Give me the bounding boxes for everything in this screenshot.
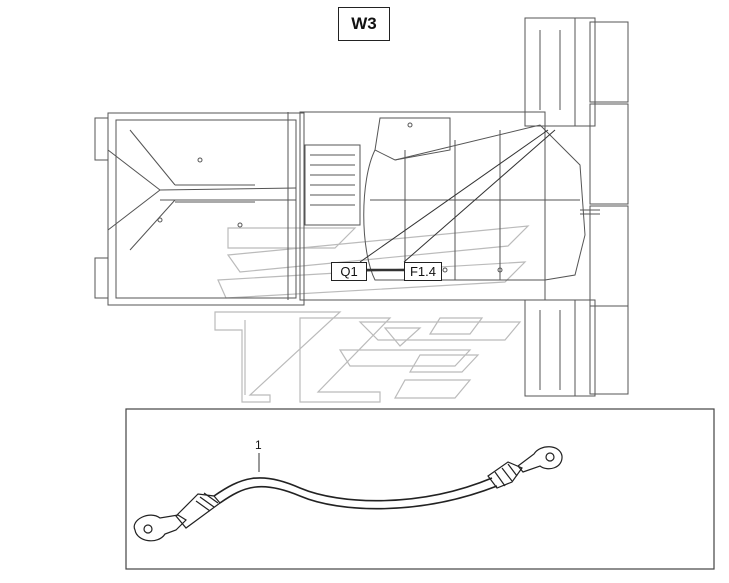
watermark-logo [214,225,530,403]
detail-frame [125,408,715,570]
item-number-label: 1 [255,438,262,452]
battery-cable [133,446,563,542]
callout-q1: Q1 [331,262,367,281]
drawing-title: W3 [338,7,390,41]
leader-lines [359,129,556,272]
callout-f1-4: F1.4 [404,262,442,281]
chassis-frame [94,112,305,306]
right-attachment [524,17,629,397]
